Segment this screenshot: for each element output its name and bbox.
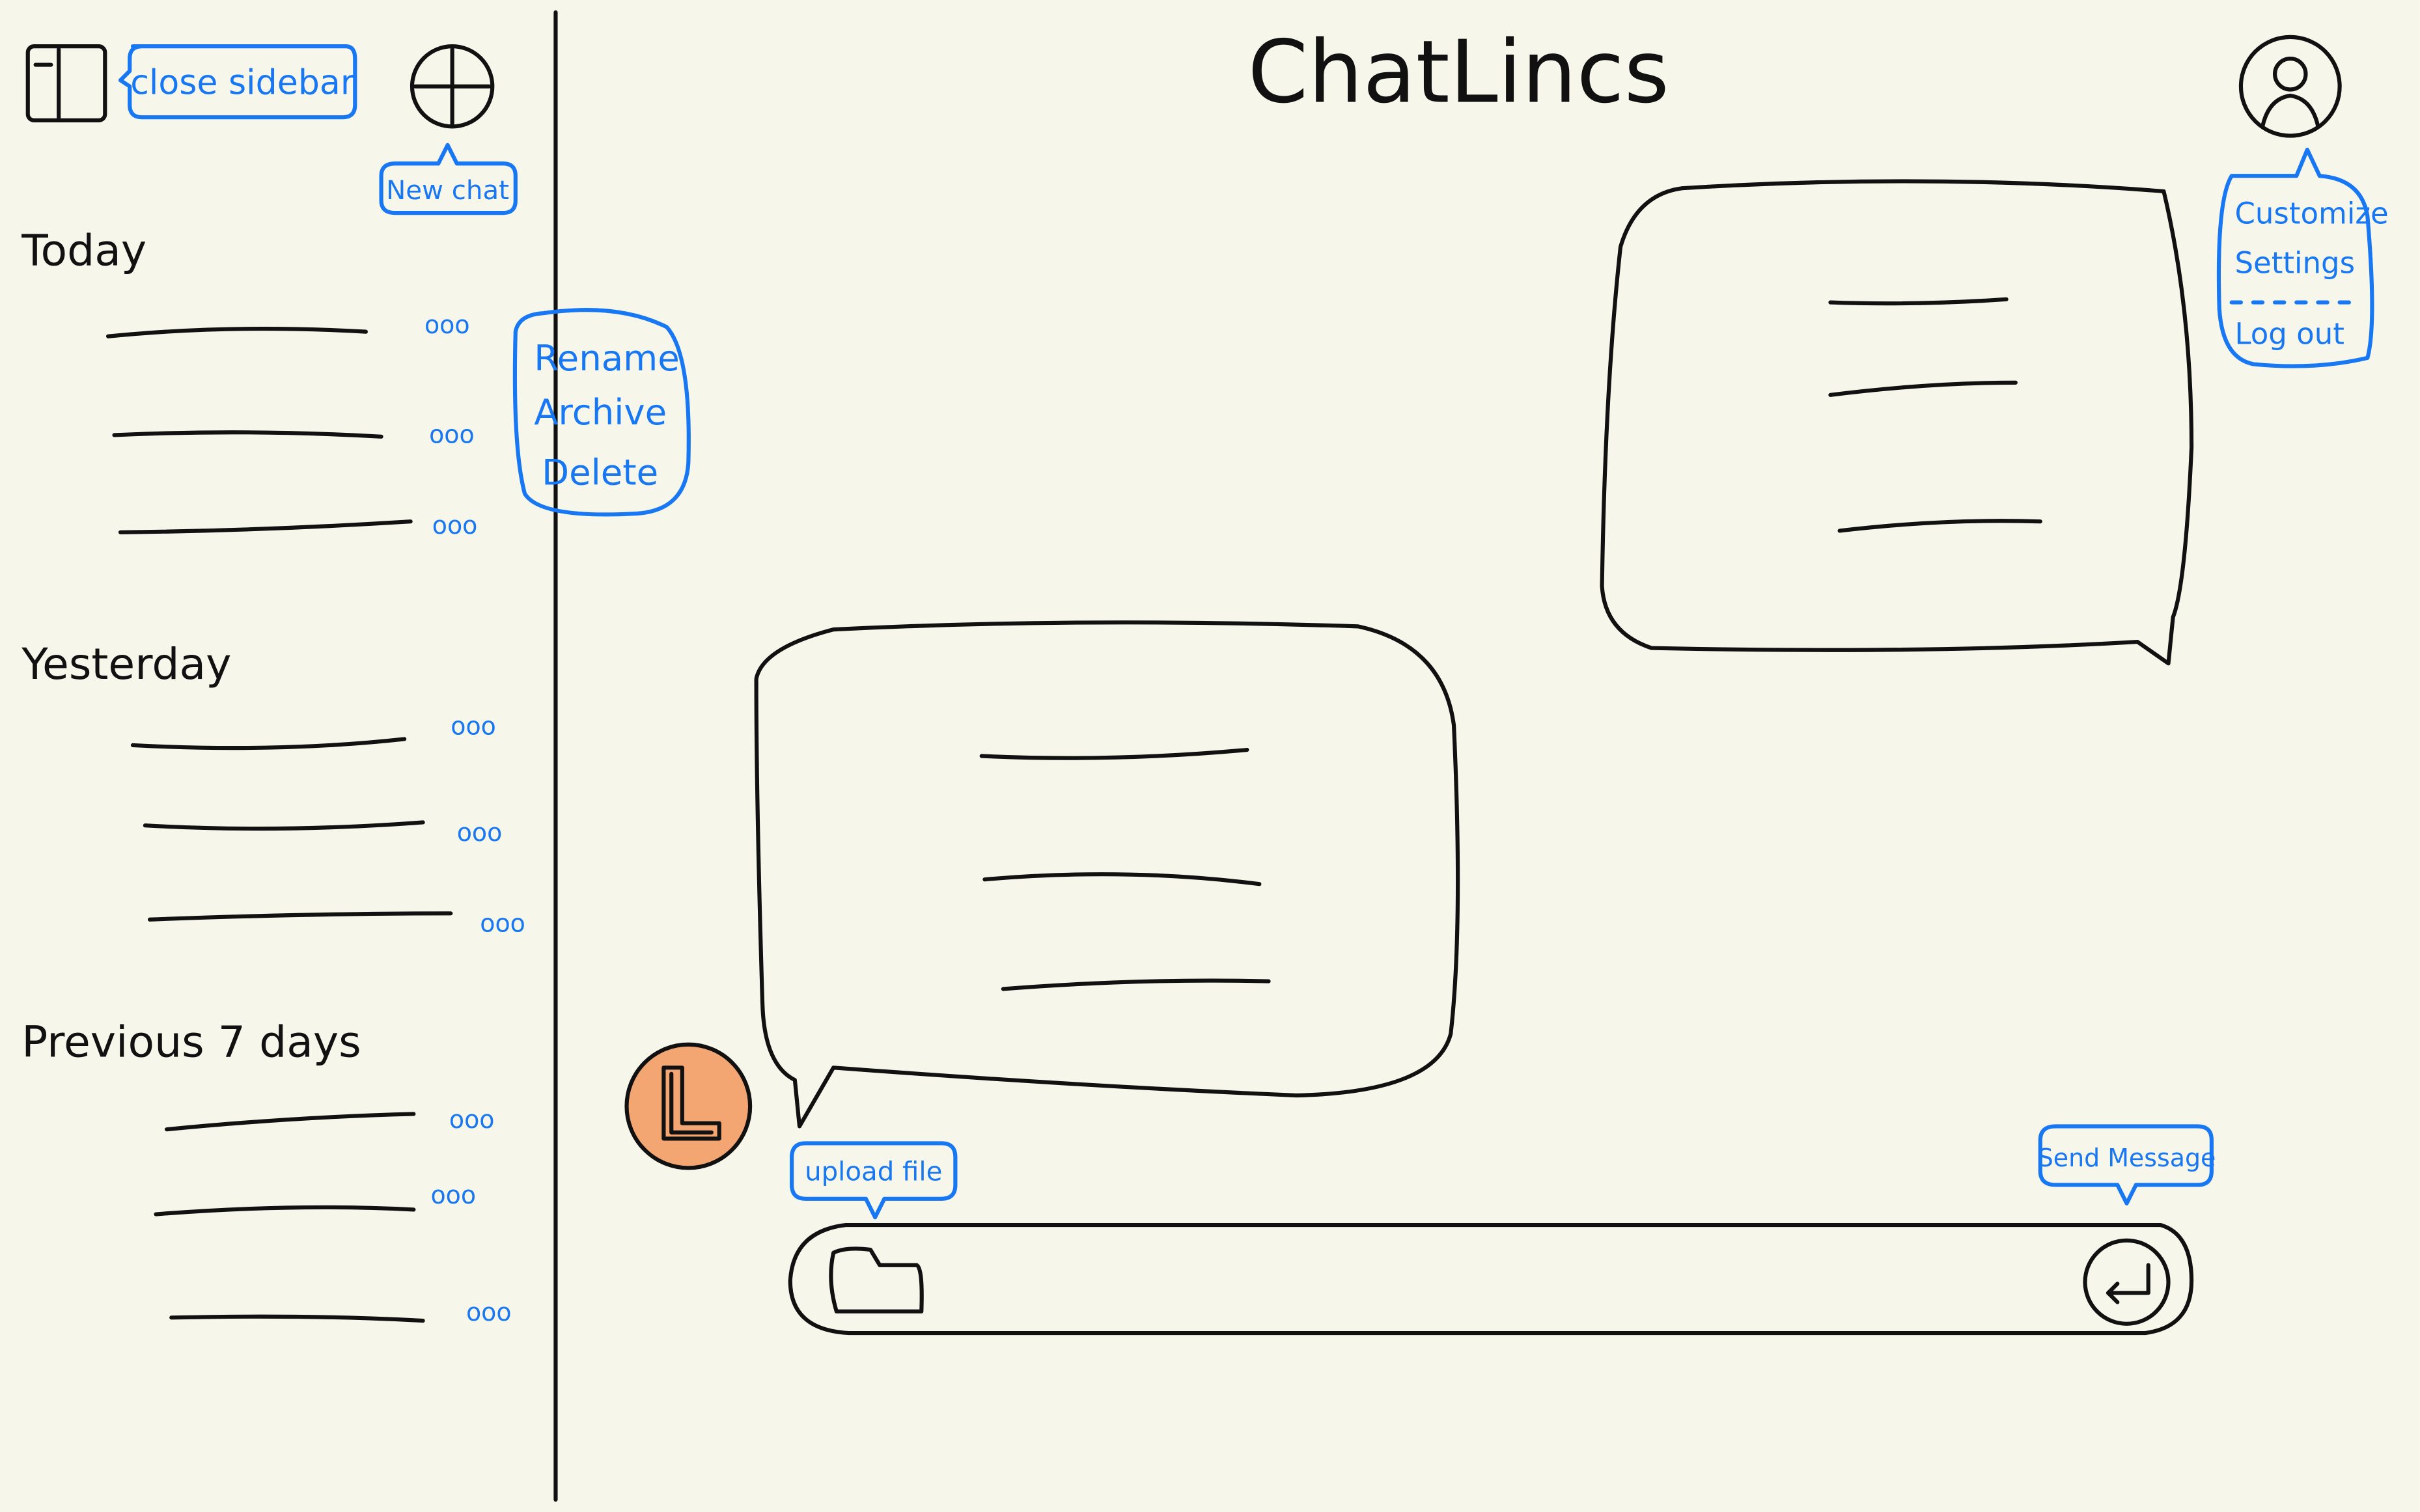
section-heading-today: Today: [21, 225, 146, 276]
chat-history-item[interactable]: [165, 1112, 416, 1132]
sidebar-toggle-icon[interactable]: [25, 44, 107, 122]
chat-item-menu-button[interactable]: ooo: [449, 1105, 495, 1134]
chat-history-item[interactable]: [147, 911, 453, 922]
chat-history-item[interactable]: [130, 737, 407, 750]
svg-text:upload file: upload file: [805, 1156, 942, 1187]
menu-item-delete[interactable]: Delete: [542, 451, 658, 493]
chat-history-item[interactable]: [105, 327, 368, 338]
new-chat-button[interactable]: [410, 44, 495, 129]
user-message-bubble: [1600, 179, 2194, 666]
menu-item-log-out[interactable]: Log out: [2234, 317, 2344, 351]
section-heading-previous-7-days: Previous 7 days: [21, 1017, 361, 1067]
menu-item-settings[interactable]: Settings: [2234, 246, 2355, 281]
chat-item-menu-button[interactable]: ooo: [429, 420, 475, 448]
menu-item-rename[interactable]: Rename: [534, 337, 680, 379]
profile-menu: Customize Settings Log out: [2216, 147, 2389, 368]
chat-item-menu-button[interactable]: ooo: [432, 511, 478, 540]
chat-item-menu-button[interactable]: ooo: [451, 711, 496, 740]
chat-item-menu-button[interactable]: ooo: [430, 1181, 476, 1209]
send-return-icon[interactable]: [2083, 1238, 2171, 1326]
menu-item-customize[interactable]: Customize: [2234, 197, 2388, 231]
menu-item-archive[interactable]: Archive: [534, 391, 667, 433]
message-input[interactable]: [788, 1223, 2194, 1336]
assistant-logo-icon: [624, 1042, 753, 1170]
chat-history-item[interactable]: [112, 430, 383, 439]
chat-item-menu-button[interactable]: ooo: [424, 310, 470, 339]
chat-item-menu-button[interactable]: ooo: [466, 1298, 512, 1326]
section-heading-yesterday: Yesterday: [21, 639, 231, 689]
svg-text:close sidebar: close sidebar: [130, 64, 355, 103]
svg-text:Send Message: Send Message: [2038, 1144, 2216, 1172]
chat-context-menu: Rename Archive Delete: [512, 308, 691, 517]
folder-icon[interactable]: [829, 1246, 924, 1313]
upload-file-annotation: upload file: [790, 1141, 958, 1220]
chat-history-item[interactable]: [143, 820, 425, 831]
chat-item-menu-button[interactable]: ooo: [457, 818, 503, 847]
app-title: ChatLincs: [1247, 22, 1669, 122]
chat-history-item[interactable]: [154, 1205, 416, 1216]
close-sidebar-annotation: close sidebar: [118, 44, 357, 120]
assistant-message-bubble: [754, 620, 1460, 1129]
svg-text:New chat: New chat: [386, 175, 509, 206]
user-avatar-icon[interactable]: [2238, 34, 2342, 138]
send-message-annotation: Send Message: [2038, 1124, 2216, 1205]
chat-item-menu-button[interactable]: ooo: [480, 909, 525, 938]
new-chat-annotation: New chat: [379, 143, 518, 215]
chat-history-item[interactable]: [118, 519, 413, 534]
chat-history-item[interactable]: [169, 1314, 425, 1323]
